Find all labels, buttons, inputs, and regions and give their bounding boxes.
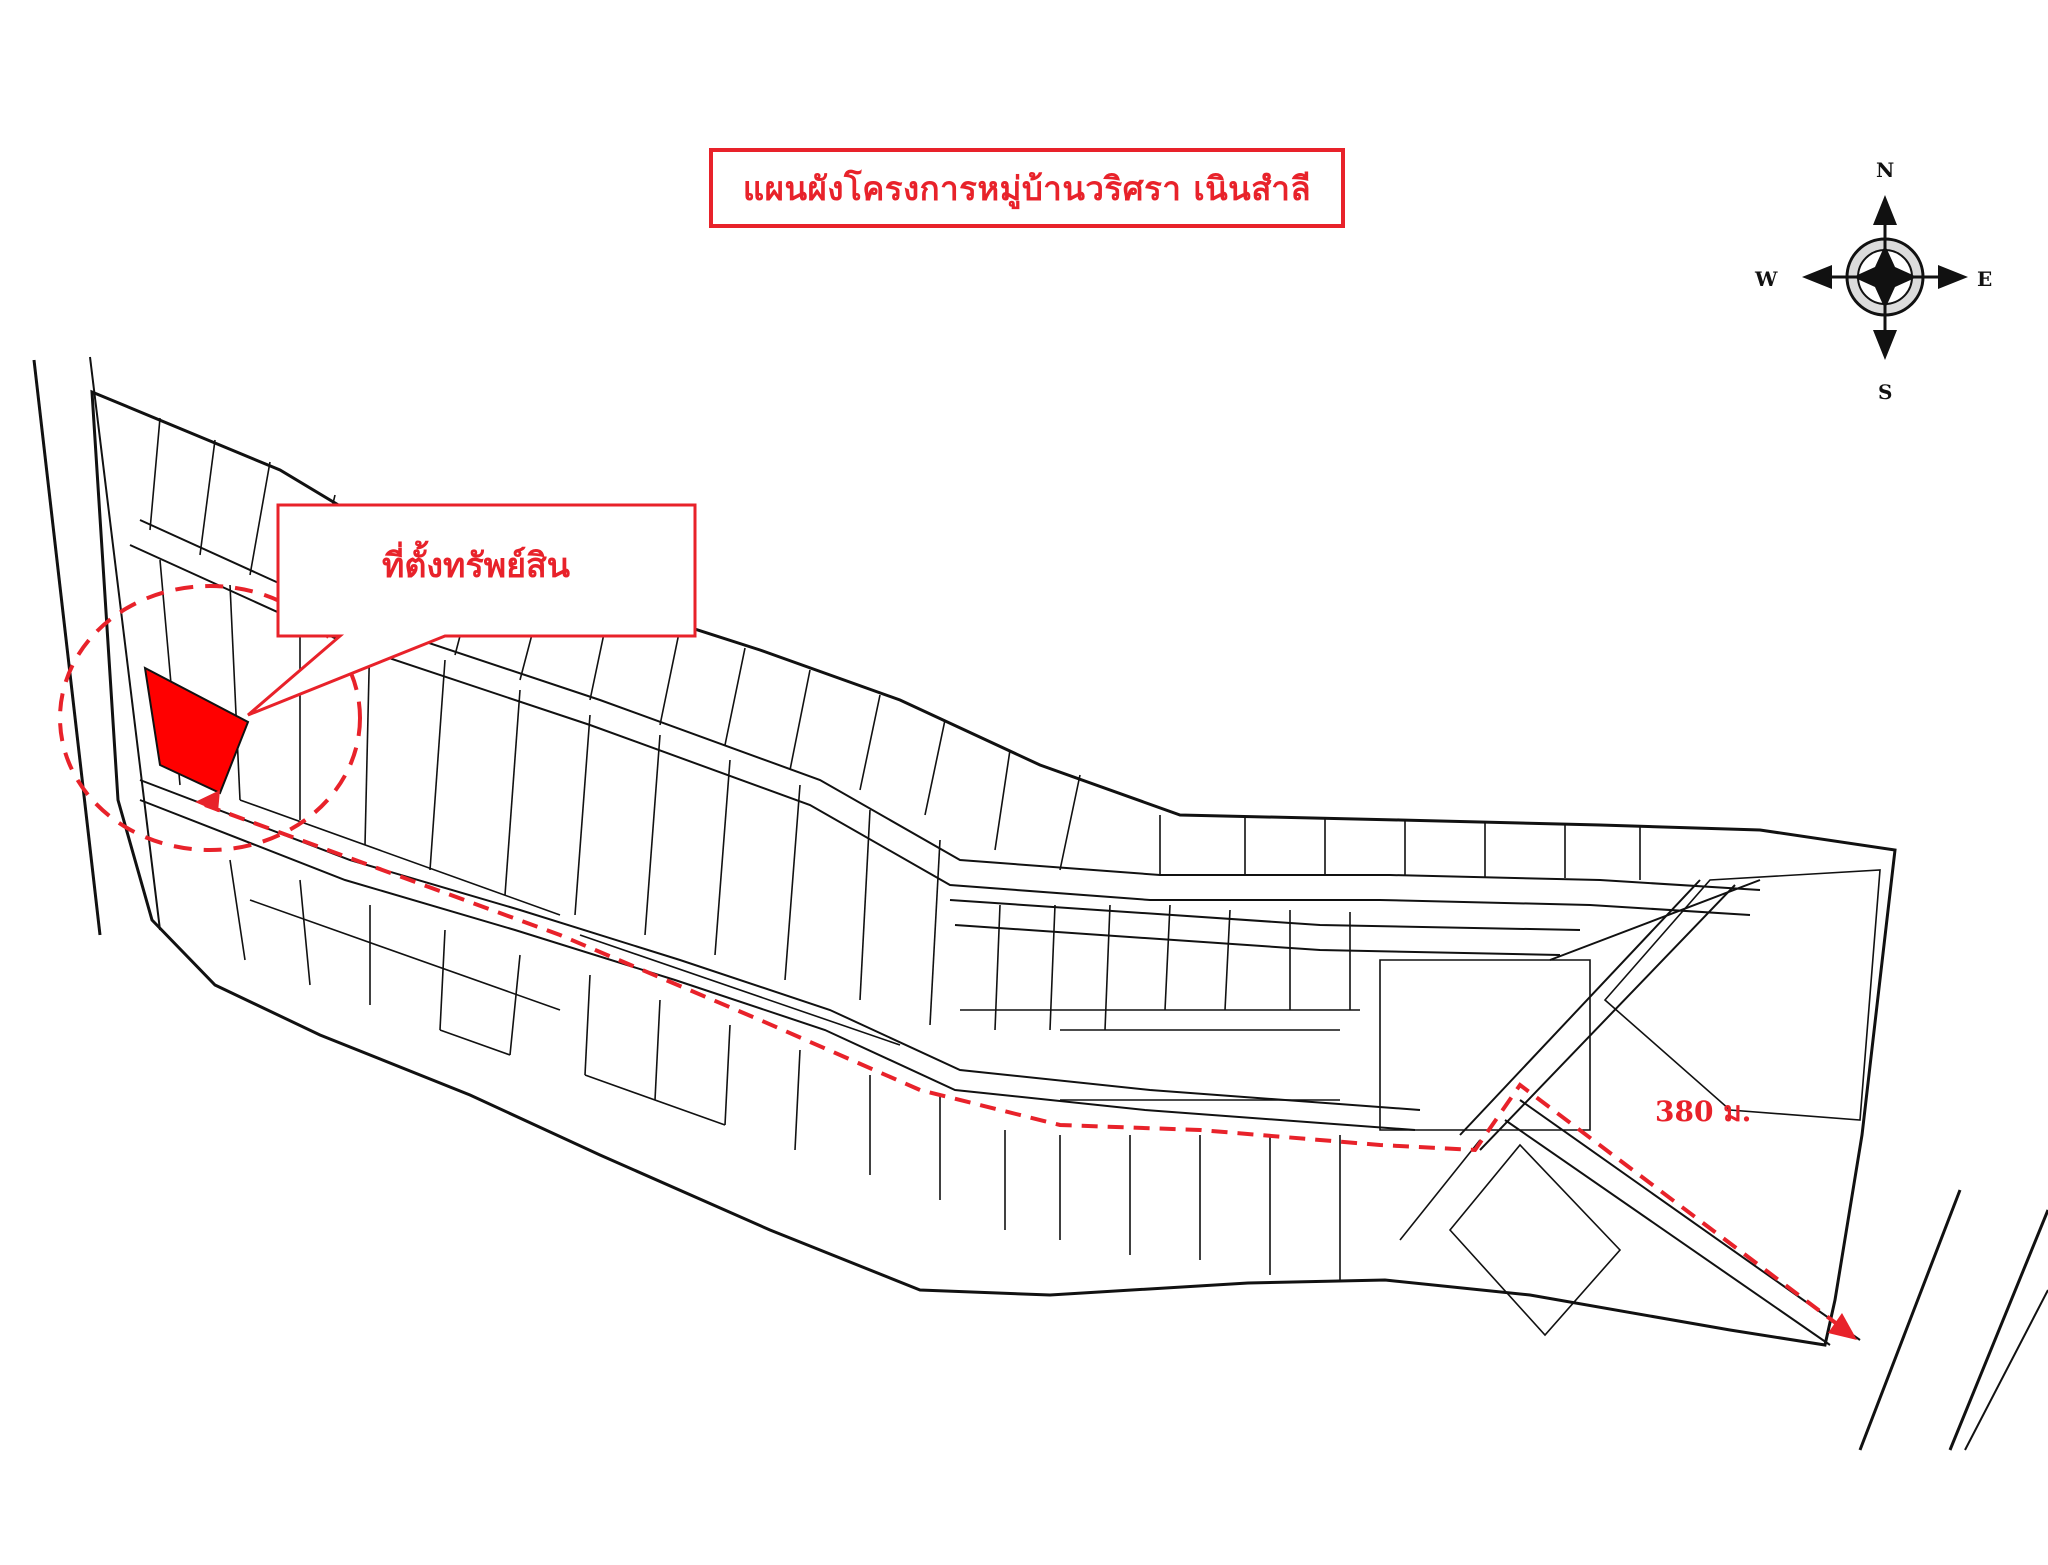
map-title: แผนผังโครงการหมู่บ้านวริศรา เนินสำลี xyxy=(742,168,1312,208)
right-boundary-road-line xyxy=(1858,1189,1962,1451)
compass-rose xyxy=(1802,195,1968,360)
plot-lots xyxy=(149,417,1881,1337)
right-boundary-road-line-far xyxy=(1964,1289,2048,1451)
left-boundary-road-line xyxy=(32,359,102,936)
compass-south-label: S xyxy=(1878,380,1893,404)
compass-north-label: N xyxy=(1876,158,1895,182)
right-boundary-road-line-outer xyxy=(1948,1209,2048,1451)
route-arrow-end xyxy=(1828,1313,1857,1340)
property-plot-highlight xyxy=(143,666,250,795)
property-location-label: ที่ตั้งทรัพย์สิน xyxy=(381,546,571,586)
map-title-box: แผนผังโครงการหมู่บ้านวริศรา เนินสำลี xyxy=(709,148,1345,228)
left-boundary-road-line-inner xyxy=(89,356,161,931)
route-distance-label: 380 ม. xyxy=(1655,1095,1752,1128)
route-dashed-line xyxy=(204,803,1847,1332)
compass-east-label: E xyxy=(1977,267,1993,291)
property-circle-marker xyxy=(58,584,362,852)
compass-west-label: W xyxy=(1755,267,1778,291)
callout-bubble xyxy=(247,503,697,717)
route-arrow-start xyxy=(195,790,220,812)
subdivision-outline xyxy=(90,389,1897,1347)
